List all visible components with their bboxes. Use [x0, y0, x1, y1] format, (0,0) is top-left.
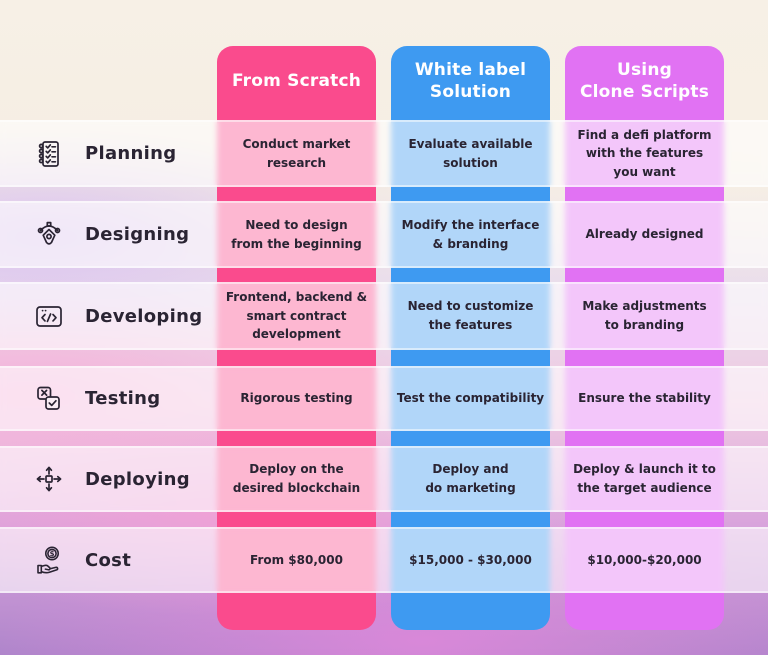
row-head-cost: $ Cost — [33, 529, 131, 591]
cell-designing-clone-scripts: Already designed — [565, 203, 724, 266]
cell-text: Need to customize the features — [407, 299, 534, 332]
cell-text: $15,000 - $30,000 — [409, 552, 532, 567]
cell-cost-white-label: $15,000 - $30,000 — [391, 529, 550, 591]
cell-text: Modify the interface & branding — [401, 217, 540, 251]
cell-designing-white-label: Modify the interface & branding — [391, 203, 550, 266]
cell-text: Frontend, backend & smart contract devel… — [225, 290, 368, 342]
svg-text:$: $ — [50, 550, 55, 558]
move-arrows-icon — [33, 462, 65, 496]
cell-deploying-clone-scripts: Deploy & launch it to the target audienc… — [565, 448, 724, 510]
cell-text: Conduct market research — [242, 136, 351, 170]
cell-testing-from-scratch: Rigorous testing — [217, 368, 376, 429]
row-head-deploying: Deploying — [33, 448, 190, 510]
row-head-planning: Planning — [33, 122, 176, 185]
cell-testing-clone-scripts: Ensure the stability — [565, 368, 724, 429]
cell-developing-from-scratch: Frontend, backend & smart contract devel… — [217, 284, 376, 348]
cell-cost-from-scratch: From $80,000 — [217, 529, 376, 591]
cell-text: Deploy and do marketing — [425, 462, 516, 495]
cell-developing-white-label: Need to customize the features — [391, 284, 550, 348]
row-label-testing: Testing — [85, 388, 161, 409]
code-window-icon — [33, 299, 65, 333]
cell-developing-clone-scripts: Make adjustments to branding — [565, 284, 724, 348]
row-developing: Developing Frontend, backend & smart con… — [0, 282, 768, 350]
column-header-white-label: White label Solution — [414, 59, 527, 102]
pen-tool-icon — [33, 218, 65, 252]
cell-text: Test the compatibility — [396, 391, 545, 406]
row-label-cost: Cost — [85, 549, 132, 571]
cell-text: $10,000-$20,000 — [587, 552, 702, 567]
checklist-icon — [33, 137, 65, 171]
cell-planning-clone-scripts: Find a defi platform with the features y… — [565, 122, 724, 185]
column-header-clone-scripts: Using Clone Scripts — [579, 59, 710, 102]
row-head-designing: Designing — [33, 203, 189, 266]
row-label-designing: Designing — [85, 224, 190, 245]
row-deploying: Deploying Deploy on the desired blockcha… — [0, 446, 768, 512]
row-head-developing: Developing — [33, 284, 202, 348]
hand-coin-icon: $ — [33, 543, 65, 577]
cell-text: Find a defi platform with the features y… — [577, 127, 712, 179]
cell-deploying-from-scratch: Deploy on the desired blockchain — [217, 448, 376, 510]
row-label-planning: Planning — [85, 143, 177, 164]
cell-text: From $80,000 — [250, 552, 343, 567]
row-label-developing: Developing — [85, 305, 203, 327]
row-designing: Designing Need to design from the beginn… — [0, 201, 768, 268]
row-planning: Planning Conduct market research Evaluat… — [0, 120, 768, 187]
cell-designing-from-scratch: Need to design from the beginning — [217, 203, 376, 266]
cell-text: Deploy & launch it to the target audienc… — [573, 462, 716, 495]
cell-planning-white-label: Evaluate available solution — [391, 122, 550, 185]
row-head-testing: Testing — [33, 368, 160, 429]
column-header-from-scratch: From Scratch — [231, 70, 362, 91]
cell-planning-from-scratch: Conduct market research — [217, 122, 376, 185]
row-cost: $ Cost From $80,000 $15,000 - $30,000 $1… — [0, 527, 768, 593]
cell-text: Evaluate available solution — [408, 136, 533, 170]
test-check-icon — [33, 382, 65, 416]
cell-text: Make adjustments to branding — [582, 299, 707, 332]
cell-text: Ensure the stability — [578, 391, 711, 406]
cell-testing-white-label: Test the compatibility — [391, 368, 550, 429]
cell-text: Need to design from the beginning — [231, 217, 362, 251]
cell-cost-clone-scripts: $10,000-$20,000 — [565, 529, 724, 591]
row-testing: Testing Rigorous testing Test the compat… — [0, 366, 768, 431]
cell-text: Rigorous testing — [240, 391, 353, 406]
cell-deploying-white-label: Deploy and do marketing — [391, 448, 550, 510]
row-label-deploying: Deploying — [85, 468, 190, 490]
cell-text: Already designed — [585, 227, 704, 242]
cell-text: Deploy on the desired blockchain — [232, 462, 361, 495]
